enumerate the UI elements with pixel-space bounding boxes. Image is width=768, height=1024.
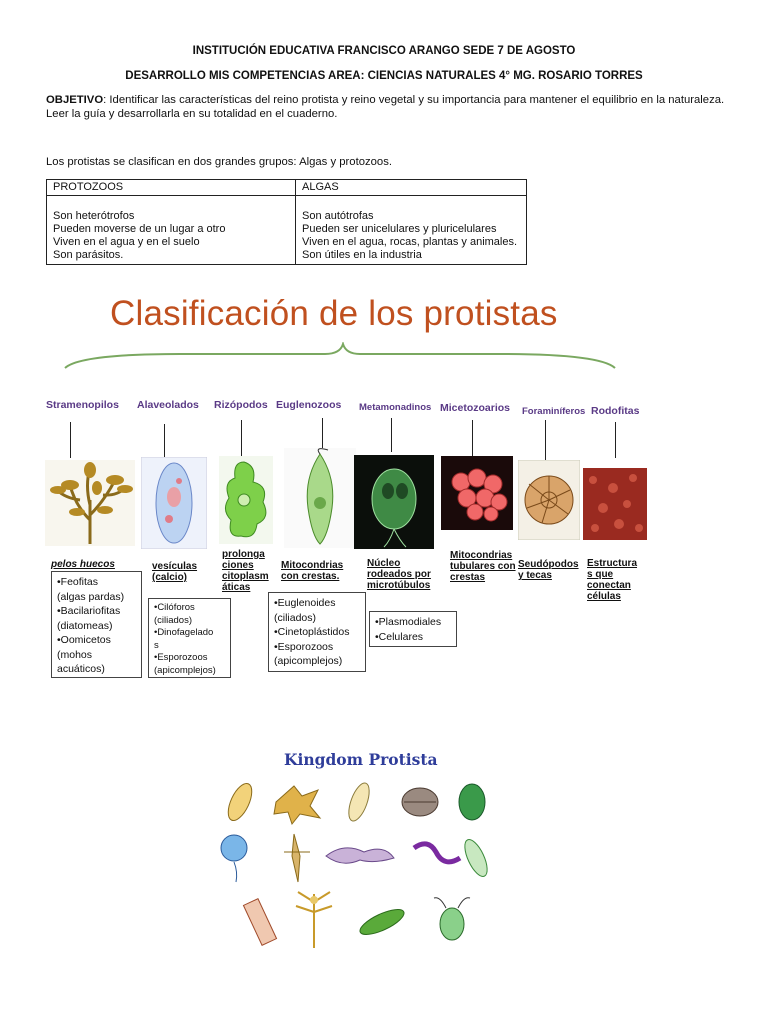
- subgroup-item: •Cilóforos: [154, 602, 195, 613]
- subgroup-item: •Esporozoos: [154, 652, 208, 663]
- trypanosome-icon: [412, 841, 462, 865]
- group-alaveolados: Alaveolados: [137, 399, 199, 411]
- subgroup-item: (apicomplejos): [154, 664, 216, 676]
- slime-mold-image: [441, 456, 513, 530]
- algas-cell: Son autótrofas Pueden ser unicelulares y…: [295, 195, 527, 265]
- objective-text: : Identificar las características del re…: [46, 94, 725, 120]
- feature-euglenozoos: Mitocondrias con crestas.: [281, 560, 344, 582]
- amoeba-image: [219, 456, 273, 544]
- feature-foraminiferos: Seudópodos y tecas: [518, 559, 579, 581]
- subgroup-item: s: [154, 639, 159, 651]
- table-header-algas: ALGAS: [295, 179, 527, 196]
- objective-paragraph: OBJETIVO: Identificar las característica…: [46, 93, 726, 121]
- objective-label: OBJETIVO: [46, 94, 104, 106]
- comparison-table: PROTOZOOS ALGAS Son heterótrofos Pueden …: [46, 179, 527, 265]
- subgroup-item: •Esporozoos: [274, 640, 334, 653]
- subgroup-item: •Celulares: [375, 630, 424, 643]
- chlamydomonas-icon: [433, 897, 471, 941]
- group-micetozoarios: Micetozoarios: [440, 402, 511, 414]
- subgroup-item: •Oomicetos: [57, 634, 111, 646]
- algas-item: Viven en el agua, rocas, plantas y anima…: [302, 236, 518, 248]
- feature-stramenopilos: pelos huecos: [51, 559, 115, 570]
- group-stramenopilos: Stramenopilos: [46, 399, 119, 411]
- euglenozoos-subgroups: •Euglenoides (ciliados) •Cinetoplástidos…: [268, 592, 366, 672]
- subgroup-item: •Plasmodiales: [375, 616, 442, 628]
- foraminifera-image: [518, 460, 580, 540]
- giardia-image: [354, 455, 434, 549]
- red-algae-image: [583, 468, 647, 540]
- radiolarian-shell-icon: [401, 787, 439, 817]
- protozoos-item: Son parásitos.: [53, 249, 124, 261]
- algas-item: Son autótrofas: [302, 210, 374, 222]
- table-header-protozoos: PROTOZOOS: [46, 179, 296, 196]
- connector-line: [322, 418, 323, 448]
- subject-header: DESARROLLO MIS COMPETENCIAS AREA: CIENCI…: [125, 70, 643, 82]
- euglena-icon: [464, 839, 488, 877]
- amoeba-icon: [325, 847, 395, 864]
- connector-line: [241, 420, 242, 456]
- protozoos-item: Pueden moverse de un lugar a otro: [53, 223, 226, 235]
- connector-line: [70, 422, 71, 458]
- group-foraminiferos: Foraminíferos: [522, 406, 586, 417]
- connector-line: [545, 420, 546, 460]
- heliozoan-icon: [295, 891, 333, 948]
- feature-alaveolados: vesículas (calcio): [152, 561, 198, 583]
- green-euglenoid-icon: [359, 909, 405, 935]
- connector-line: [615, 422, 616, 458]
- brace-icon: [64, 342, 616, 369]
- group-rodofitas: Rodofitas: [591, 405, 640, 417]
- subgroup-item: •Dinofagelado: [154, 627, 214, 638]
- group-rizopodos: Rizópodos: [214, 399, 268, 411]
- protist-illustrations: [220, 782, 488, 948]
- subgroup-item: acuáticos): [57, 663, 105, 675]
- subgroup-item: (ciliados): [154, 614, 193, 626]
- connector-line: [391, 418, 392, 452]
- volvox-icon: [458, 783, 486, 821]
- subgroup-item: (ciliados): [274, 611, 317, 624]
- feature-metamonadinos: Núcleo rodeados por microtúbulos: [367, 558, 431, 591]
- jellyfish-protist-icon: [220, 834, 248, 883]
- algas-item: Pueden ser unicelulares y pluricelulares: [302, 223, 497, 235]
- subgroup-item: •Euglenoides: [274, 597, 336, 609]
- seaweed-image: [45, 460, 135, 546]
- feature-rizopodos: prolonga ciones citoplasm áticas: [222, 549, 269, 593]
- micetozoarios-subgroups: •Plasmodiales •Celulares: [369, 611, 457, 647]
- protozoos-item: Son heterótrofos: [53, 210, 135, 222]
- connector-line: [164, 424, 165, 458]
- protozoos-cell: Son heterótrofos Pueden moverse de un lu…: [46, 195, 296, 265]
- diatom-chain-icon: [242, 898, 278, 946]
- euglena-image: [284, 448, 356, 548]
- connector-line: [472, 420, 473, 456]
- paramecium-icon: [227, 782, 253, 822]
- alaveolados-subgroups: •Cilóforos (ciliados) •Dinofagelado s •E…: [148, 598, 231, 678]
- feature-rodofitas: Estructura s que conectan células: [587, 558, 638, 602]
- subgroup-item: (apicomplejos): [274, 655, 343, 667]
- subgroup-item: •Bacilariofitas: [57, 605, 121, 617]
- subgroup-item: •Cinetoplástidos: [274, 626, 350, 638]
- subgroup-item: (mohos: [57, 648, 93, 661]
- feature-micetozoarios: Mitocondrias tubulares con crestas: [450, 550, 516, 583]
- subgroup-item: (diatomeas): [57, 619, 113, 632]
- diagram-title: Clasificación de los protistas: [110, 294, 558, 333]
- diatom-star-icon: [273, 785, 322, 826]
- group-metamonadinos: Metamonadinos: [359, 402, 432, 413]
- protozoos-item: Viven en el agua y en el suelo: [53, 236, 200, 248]
- subgroup-item: •Feofitas: [57, 576, 99, 588]
- subgroup-item: (algas pardas): [57, 590, 125, 603]
- intro-text: Los protistas se clasifican en dos grand…: [46, 156, 393, 168]
- algas-item: Son útiles en la industria: [302, 249, 422, 261]
- group-euglenozoos: Euglenozoos: [276, 399, 342, 411]
- stramenopilos-subgroups: •Feofitas (algas pardas) •Bacilariofitas…: [51, 571, 142, 678]
- school-header: INSTITUCIÓN EDUCATIVA FRANCISCO ARANGO S…: [192, 45, 576, 57]
- ciliate-icon: [348, 782, 370, 822]
- paramecium-image: [141, 457, 207, 549]
- dinoflagellate-icon: [284, 833, 310, 883]
- kingdom-title: Kingdom Protista: [284, 750, 438, 769]
